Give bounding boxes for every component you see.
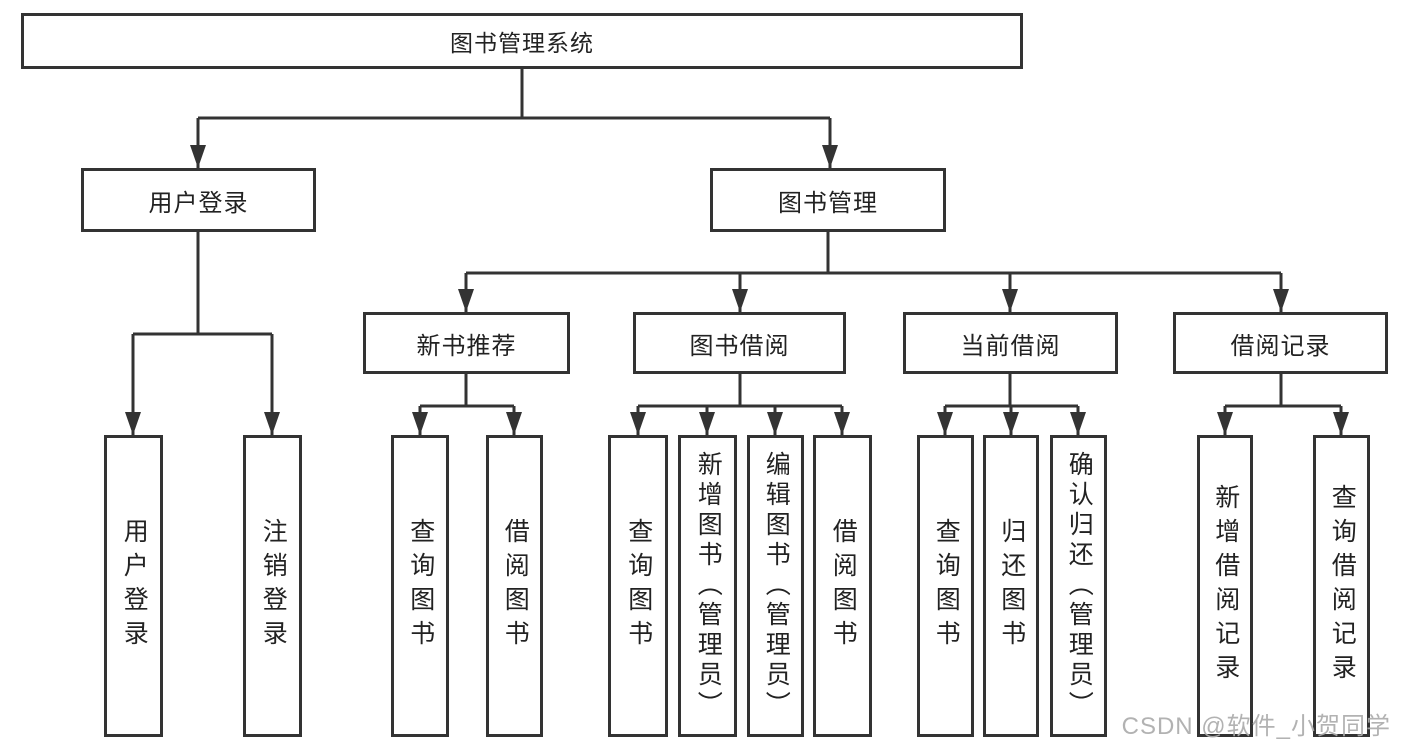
node-leaf-add-borrow-record-label: 新增借阅记录 (1211, 484, 1240, 688)
connector-book-management-trunk (466, 230, 1281, 275)
node-leaf-confirm-return-label: 确认归还（管理员） (1065, 451, 1094, 721)
node-book-management-label: 图书管理 (778, 189, 878, 217)
node-user-login: 用户登录 (81, 168, 316, 232)
node-new-book-recommend-label: 新书推荐 (416, 332, 517, 360)
node-leaf-logout-label: 注销登录 (259, 518, 288, 654)
node-current-borrow-label: 当前借阅 (960, 332, 1061, 360)
node-root-label: 图书管理系统 (450, 30, 594, 56)
csdn-watermark: CSDN @软件_小贺同学 (1121, 713, 1391, 740)
node-leaf-edit-book-label: 编辑图书（管理员） (762, 451, 791, 721)
node-leaf-query-book-1: 查询图书 (391, 435, 449, 737)
node-leaf-borrow-book-2: 借阅图书 (813, 435, 872, 737)
node-leaf-add-borrow-record: 新增借阅记录 (1197, 435, 1253, 737)
node-leaf-query-book-1-label: 查询图书 (406, 518, 435, 654)
node-leaf-query-borrow-record-label: 查询借阅记录 (1328, 484, 1357, 688)
node-leaf-query-book-2: 查询图书 (608, 435, 668, 737)
node-leaf-user-login-label: 用户登录 (120, 518, 149, 654)
node-leaf-query-borrow-record: 查询借阅记录 (1313, 435, 1370, 737)
node-borrow-record-label: 借阅记录 (1230, 332, 1331, 360)
node-leaf-edit-book: 编辑图书（管理员） (747, 435, 804, 737)
node-leaf-query-book-3: 查询图书 (917, 435, 974, 737)
connector-new-book-recommend-trunk (420, 374, 514, 408)
node-leaf-borrow-book-2-label: 借阅图书 (829, 518, 858, 654)
node-borrow-record: 借阅记录 (1173, 312, 1388, 374)
node-leaf-return-book-label: 归还图书 (997, 518, 1026, 654)
node-leaf-borrow-book-1: 借阅图书 (486, 435, 543, 737)
node-leaf-logout: 注销登录 (243, 435, 302, 737)
connector-book-borrow-trunk (638, 374, 842, 408)
node-leaf-return-book: 归还图书 (983, 435, 1039, 737)
connector-user-login-trunk (133, 230, 272, 336)
node-leaf-query-book-3-label: 查询图书 (932, 518, 961, 654)
node-leaf-user-login: 用户登录 (104, 435, 163, 737)
node-book-borrow: 图书借阅 (633, 312, 846, 374)
node-leaf-add-book-label: 新增图书（管理员） (694, 451, 723, 721)
connector-borrow-record-trunk (1225, 374, 1341, 408)
node-leaf-add-book: 新增图书（管理员） (678, 435, 737, 737)
node-root: 图书管理系统 (21, 13, 1023, 69)
node-user-login-label: 用户登录 (148, 189, 249, 217)
node-new-book-recommend: 新书推荐 (363, 312, 570, 374)
node-current-borrow: 当前借阅 (903, 312, 1118, 374)
connector-current-borrow-trunk (945, 374, 1078, 408)
node-book-management: 图书管理 (710, 168, 946, 232)
node-leaf-query-book-2-label: 查询图书 (624, 518, 653, 654)
connector-root-trunk (198, 67, 830, 120)
node-leaf-confirm-return: 确认归还（管理员） (1050, 435, 1107, 737)
node-book-borrow-label: 图书借阅 (689, 332, 790, 360)
node-leaf-borrow-book-1-label: 借阅图书 (501, 518, 530, 654)
